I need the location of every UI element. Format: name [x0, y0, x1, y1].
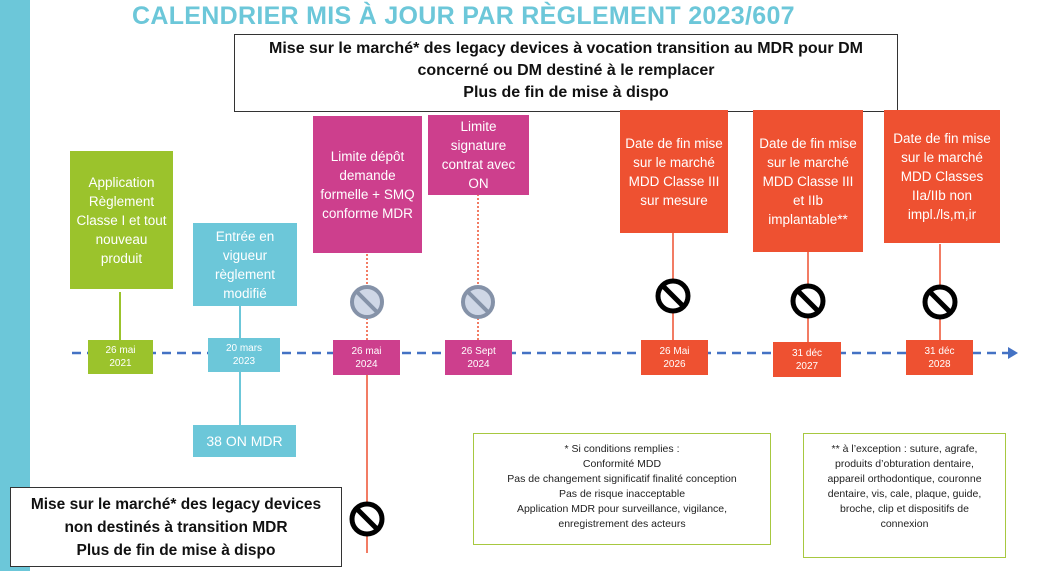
note-line: Pas de risque inacceptable [558, 488, 686, 500]
date-year: 2027 [795, 360, 819, 372]
date-year: 2024 [355, 358, 378, 370]
date-year: 2024 [467, 358, 490, 370]
date-box-2021: 26 mai 2021 [88, 340, 153, 374]
date-day: 26 Mai [659, 345, 690, 357]
date-box-may-2024: 26 mai 2024 [333, 340, 400, 375]
accent-sidebar [0, 0, 30, 571]
no-entry-icon [349, 501, 385, 537]
top-box-line-1: Mise sur le marché* des legacy devices à… [269, 40, 863, 57]
top-box-line-3: Plus de fin de mise à dispo [463, 84, 669, 101]
date-year: 2026 [663, 358, 686, 370]
no-entry-icon [655, 278, 691, 314]
event-box-sept-2024: Limite signature contrat avec ON [428, 115, 529, 195]
note-line: enregistrement des acteurs [558, 518, 686, 530]
event-box-2026: Date de fin mise sur le marché MDD Class… [620, 110, 728, 233]
date-year: 2021 [109, 358, 132, 369]
no-entry-icon [790, 283, 826, 319]
date-day: 26 Sept [461, 345, 496, 357]
event-box-may-2024: Limite dépôt demande formelle + SMQ conf… [313, 116, 422, 253]
date-box-2027: 31 déc 2027 [773, 342, 841, 377]
conditions-note: * Si conditions remplies : Conformité MD… [473, 433, 771, 545]
no-entry-icon [922, 284, 958, 320]
event-box-2021: Application Règlement Classe I et tout n… [70, 151, 173, 289]
note-line: * Si conditions remplies : [564, 443, 680, 455]
date-box-2026: 26 Mai 2026 [641, 340, 708, 375]
date-box-2028: 31 déc 2028 [906, 340, 973, 375]
no-entry-faded-icon [350, 285, 384, 319]
timeline-arrowhead [1008, 347, 1018, 359]
bottom-box-line-3: Plus de fin de mise à dispo [76, 542, 276, 559]
event-box-2028: Date de fin mise sur le marché MDD Class… [884, 110, 1000, 243]
note-line: Conformité MDD [582, 458, 662, 470]
top-box-line-2: concerné ou DM destiné à le remplacer [417, 62, 715, 79]
top-legacy-box: Mise sur le marché* des legacy devices à… [234, 34, 898, 112]
event-box-2023: Entrée en vigueur règlement modifié [193, 223, 297, 306]
bottom-box-line-1: Mise sur le marché* des legacy devices [30, 496, 322, 513]
on-mdr-count-box: 38 ON MDR [193, 425, 296, 457]
date-box-2023: 20 mars 2023 [208, 338, 280, 372]
date-year: 2023 [232, 356, 256, 367]
date-day: 26 mai [351, 345, 382, 357]
exceptions-note: ** à l’exception : suture, agrafe, produ… [803, 433, 1006, 558]
note-line: appareil orthodontique, couronne [827, 473, 982, 485]
note-line: Application MDR pour surveillance, vigil… [516, 503, 728, 515]
date-year: 2028 [928, 358, 951, 370]
note-line: dentaire, vis, cale, plaque, guide, [827, 488, 982, 500]
date-day: 31 déc [924, 345, 955, 357]
note-line: broche, clip et dispositifs de [840, 503, 969, 515]
date-box-sept-2024: 26 Sept 2024 [445, 340, 512, 375]
event-box-2027: Date de fin mise sur le marché MDD Class… [753, 110, 863, 252]
date-day: 26 mai [105, 345, 136, 356]
date-day: 31 déc [791, 347, 823, 359]
bottom-box-line-2: non destinés à transition MDR [64, 519, 288, 536]
note-line: ** à l’exception : suture, agrafe, [831, 443, 978, 455]
note-line: Pas de changement significatif finalité … [507, 473, 737, 485]
bottom-legacy-box: Mise sur le marché* des legacy devices n… [10, 487, 342, 567]
no-entry-faded-icon [461, 285, 495, 319]
note-line: connexion [880, 518, 929, 530]
page-title: CALENDRIER MIS À JOUR PAR RÈGLEMENT 2023… [132, 2, 795, 30]
date-day: 20 mars [225, 343, 263, 354]
note-line: produits d’obturation dentaire, [835, 458, 974, 470]
